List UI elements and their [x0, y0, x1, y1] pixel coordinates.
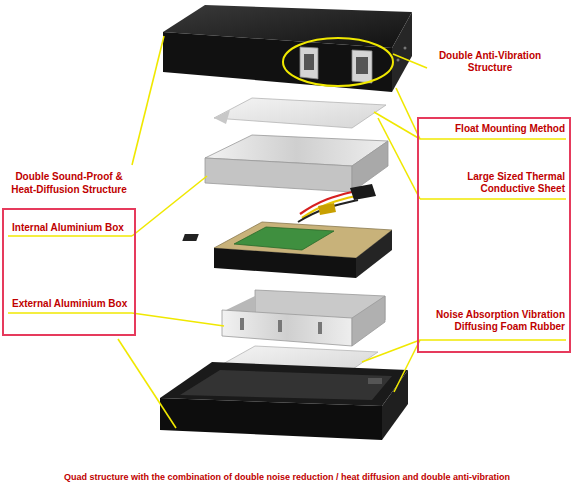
label-holder: Double Anti-Vibration Structure	[425, 50, 555, 74]
red-frame: Float Mounting MethodLarge Sized Thermal…	[417, 117, 571, 353]
red-frame: Internal Aluminium BoxExternal Aluminium…	[2, 208, 136, 336]
callout-group: Double Sound-Proof & Heat-Diffusion Stru…	[2, 170, 136, 336]
callout-group: Float Mounting MethodLarge Sized Thermal…	[417, 117, 571, 353]
group-heading: Double Sound-Proof & Heat-Diffusion Stru…	[2, 170, 136, 196]
part-label: Noise Absorption Vibration Diffusing Foa…	[419, 309, 569, 333]
part-label: Large Sized Thermal Conductive Sheet	[419, 171, 569, 195]
caption: Quad structure with the combination of d…	[64, 471, 510, 483]
part-label: Internal Aluminium Box	[4, 222, 134, 234]
part-label: External Aluminium Box	[4, 298, 134, 310]
part-label: Float Mounting Method	[419, 123, 569, 135]
structure-label: Double Anti-Vibration Structure	[425, 50, 555, 74]
caption-holder: Quad structure with the combination of d…	[2, 466, 572, 484]
